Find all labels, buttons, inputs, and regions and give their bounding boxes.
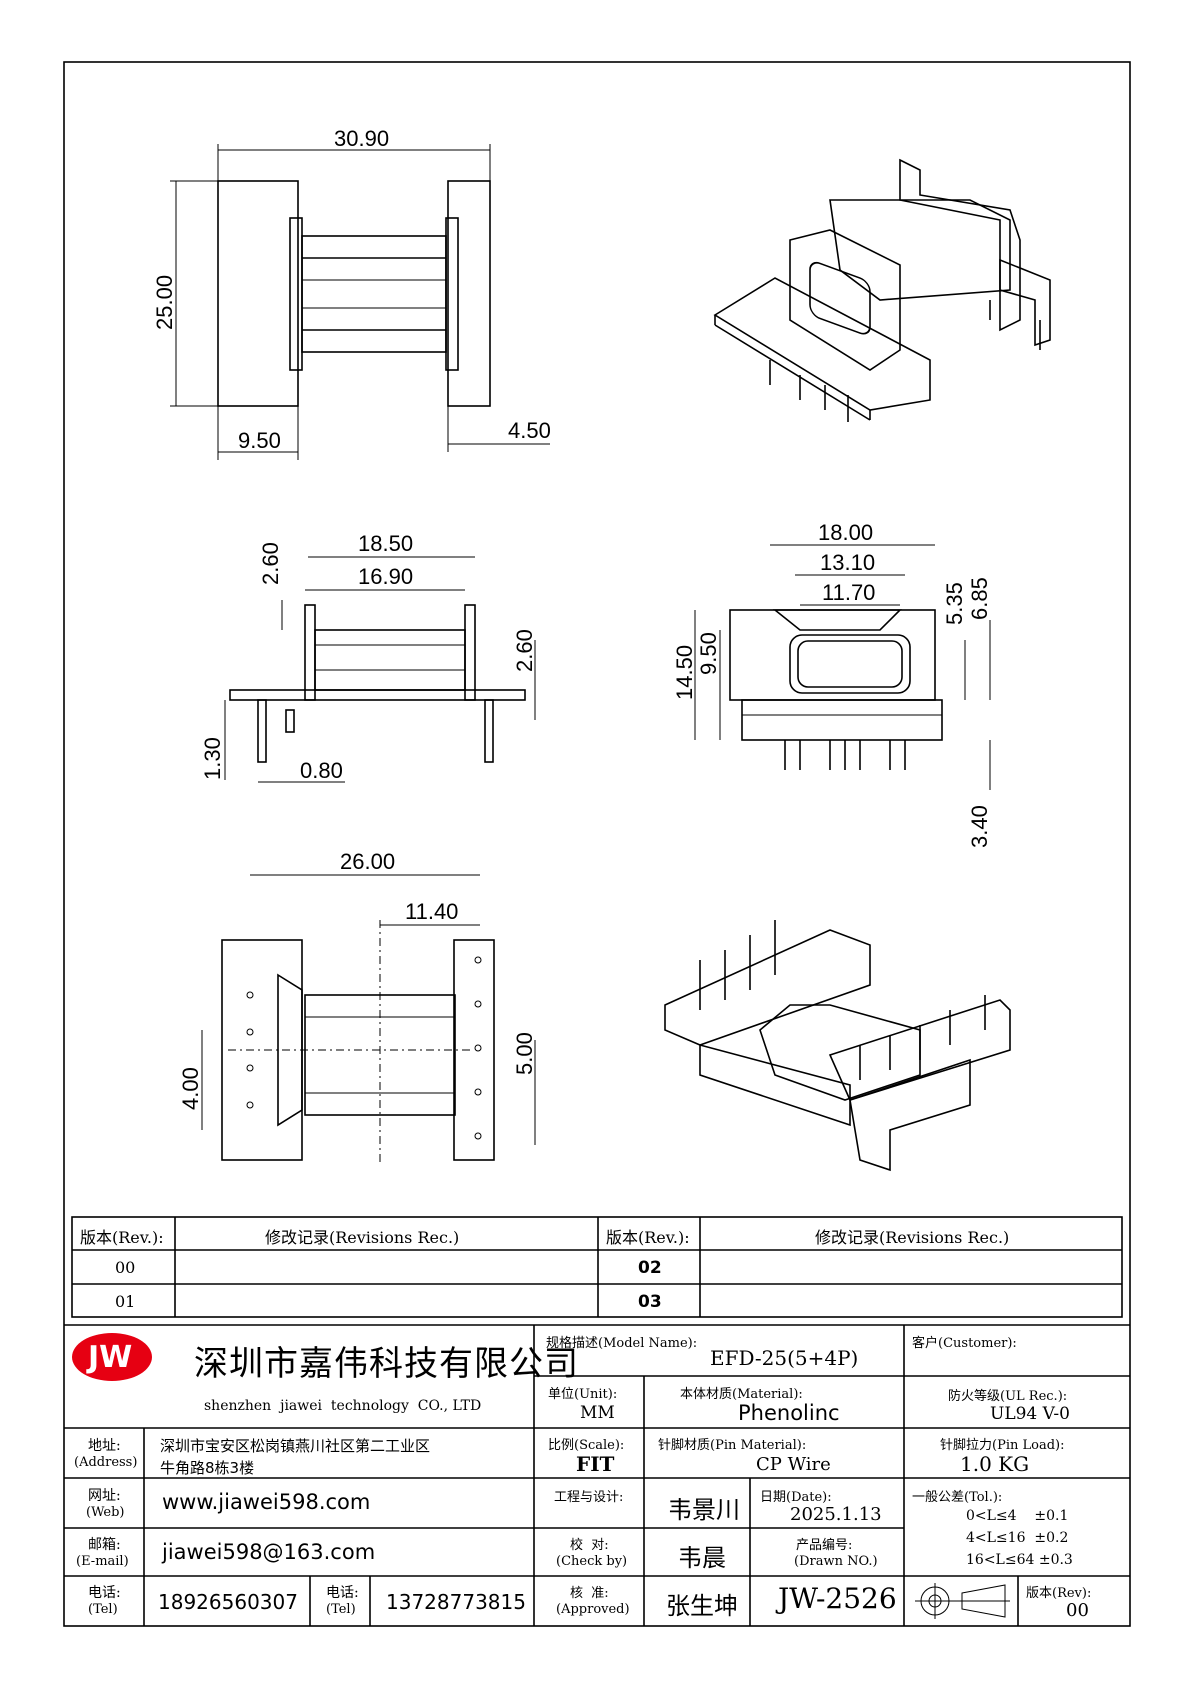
rev-row-03: 03 — [638, 1292, 662, 1312]
scale-label: 比例(Scale): — [548, 1438, 625, 1453]
model-value: EFD-25(5+4P) — [710, 1346, 859, 1370]
bottom-view: 26.00 11.40 4.00 5.00 — [178, 849, 537, 1165]
tel2-label-en: (Tel) — [326, 1602, 356, 1617]
dim-front-h4: 6.85 — [967, 577, 992, 620]
dim-front-w1: 18.00 — [818, 520, 873, 545]
approver: 张生坤 — [666, 1592, 738, 1620]
dim-bottom-half: 11.40 — [405, 899, 458, 924]
email-label-en: (E-mail) — [76, 1554, 129, 1569]
top-view: 30.90 25.00 9.50 4.50 — [152, 126, 551, 460]
drawn-label: 产品编号: — [796, 1538, 853, 1553]
model-label: 规格描述(Model Name): — [546, 1336, 698, 1351]
pin-load-value: 1.0 KG — [960, 1452, 1030, 1476]
pin-material-label: 针脚材质(Pin Material): — [658, 1438, 807, 1453]
customer-label: 客户(Customer): — [912, 1336, 1017, 1351]
dim-side-pin-d: 0.80 — [300, 758, 343, 783]
revision-table — [64, 1216, 1130, 1326]
tol-line2: 4<L≤16 ±0.2 — [966, 1530, 1069, 1546]
dim-front-h3: 5.35 — [942, 582, 967, 625]
tol-label: 一般公差(Tol.): — [912, 1490, 1003, 1505]
side-view: 18.50 16.90 2.60 2.60 1.30 0.80 — [200, 531, 537, 783]
rev-header-right: 版本(Rev.): — [606, 1228, 690, 1247]
dim-top-width: 30.90 — [334, 126, 389, 151]
email-link[interactable]: jiawei598@163.com — [162, 1540, 376, 1564]
material-label: 本体材质(Material): — [680, 1387, 803, 1402]
iso-view-top — [713, 158, 1051, 422]
dim-bottom-pitch-r: 5.00 — [512, 1032, 537, 1075]
tel-label: 电话: — [88, 1585, 121, 1601]
rev-header-left: 版本(Rev.): — [80, 1228, 164, 1247]
rev-row-00: 00 — [115, 1258, 136, 1277]
logo-text: JW — [88, 1340, 133, 1375]
dim-front-pin-len: 3.40 — [967, 805, 992, 848]
tel1: 18926560307 — [158, 1590, 298, 1614]
rev-row-01: 01 — [115, 1292, 136, 1311]
logo-mark — [72, 1333, 152, 1381]
tol-line3: 16<L≤64 ±0.3 — [966, 1552, 1073, 1568]
dim-front-w2: 13.10 — [820, 550, 875, 575]
dim-bottom-pitch-l: 4.00 — [178, 1067, 203, 1110]
rev-value: 00 — [1066, 1600, 1089, 1621]
title-block — [64, 1325, 1130, 1626]
tel-label-en: (Tel) — [88, 1602, 118, 1617]
dim-top-height: 25.00 — [152, 275, 177, 330]
dim-front-w3: 11.70 — [822, 580, 875, 605]
dim-top-right: 4.50 — [508, 418, 551, 443]
check-label-en: (Check by) — [556, 1554, 628, 1569]
check-label: 校 对: — [570, 1538, 609, 1553]
checker: 韦晨 — [678, 1544, 726, 1572]
ul-label: 防火等级(UL Rec.): — [948, 1389, 1068, 1404]
scale-value: FIT — [576, 1452, 615, 1476]
rec-header-right: 修改记录(Revisions Rec.) — [815, 1228, 1010, 1247]
approve-label-en: (Approved) — [556, 1602, 630, 1617]
web-label-en: (Web) — [86, 1505, 125, 1520]
dim-side-flange2: 2.60 — [512, 629, 537, 672]
rec-header-left: 修改记录(Revisions Rec.) — [265, 1228, 460, 1247]
front-view: 18.00 13.10 11.70 14.50 9.50 5.35 6.85 3… — [672, 520, 992, 848]
address-label: 地址: — [88, 1438, 121, 1454]
tol-line1: 0<L≤4 ±0.1 — [966, 1508, 1069, 1524]
approve-label: 核 准: — [570, 1586, 609, 1601]
email-label: 邮箱: — [88, 1537, 121, 1553]
dim-side-w1: 18.50 — [358, 531, 413, 556]
address-line1: 深圳市宝安区松岗镇燕川社区第二工业区 — [160, 1437, 431, 1455]
designer: 韦景川 — [668, 1496, 740, 1524]
dim-front-h1: 14.50 — [672, 645, 697, 700]
dim-side-w2: 16.90 — [358, 564, 413, 589]
unit-label: 单位(Unit): — [548, 1387, 618, 1402]
material-value: Phenolinc — [738, 1401, 840, 1425]
date-label: 日期(Date): — [760, 1490, 832, 1505]
company-name-cn: 深圳市嘉伟科技有限公司 — [194, 1344, 579, 1384]
pin-material-value: CP Wire — [756, 1454, 831, 1475]
ul-value: UL94 V-0 — [990, 1404, 1070, 1424]
rev-row-02: 02 — [638, 1258, 662, 1278]
address-line2: 牛角路8栋3楼 — [160, 1459, 255, 1477]
design-label: 工程与设计: — [554, 1490, 624, 1505]
dim-front-h2: 9.50 — [696, 632, 721, 675]
dim-top-left: 9.50 — [238, 428, 281, 453]
date-value: 2025.1.13 — [790, 1504, 882, 1525]
web-link[interactable]: www.jiawei598.com — [162, 1490, 371, 1514]
pin-load-label: 针脚拉力(Pin Load): — [940, 1438, 1065, 1453]
rev-label: 版本(Rev): — [1026, 1586, 1092, 1601]
dim-side-flange: 2.60 — [258, 542, 283, 585]
tel2-label: 电话: — [326, 1585, 359, 1601]
sheet-border — [63, 61, 1131, 1627]
dim-bottom-w: 26.00 — [340, 849, 395, 874]
address-label-en: (Address) — [74, 1455, 138, 1470]
company-name-en: shenzhen jiawei technology CO., LTD — [204, 1398, 482, 1414]
drawn-label-en: (Drawn NO.) — [794, 1554, 878, 1569]
drawing-no: JW-2526 — [778, 1582, 897, 1615]
dim-side-pin-off: 1.30 — [200, 737, 225, 780]
unit-value: MM — [580, 1403, 615, 1423]
tel2: 13728773815 — [386, 1590, 526, 1614]
web-label: 网址: — [88, 1488, 121, 1504]
iso-view-bottom — [664, 920, 1011, 1172]
